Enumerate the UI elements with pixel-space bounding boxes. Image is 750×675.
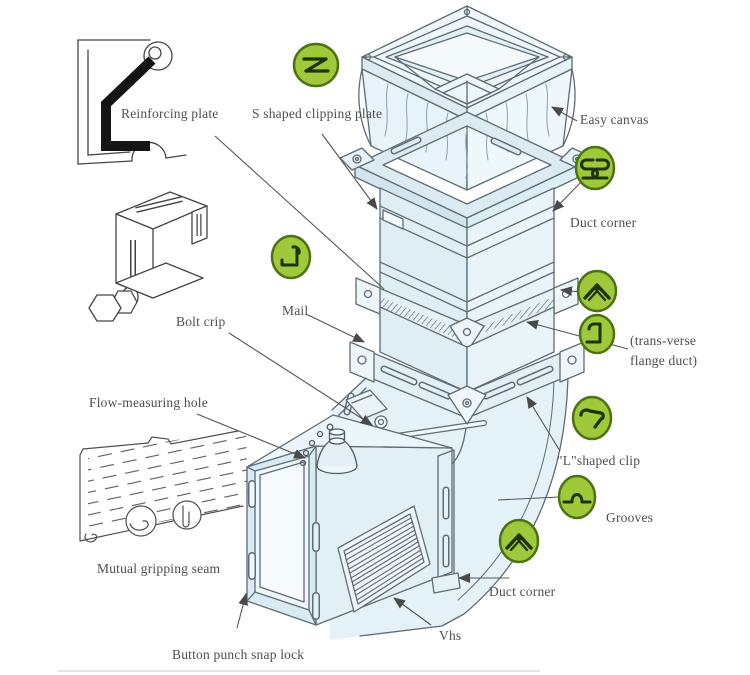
label-reinforcing-plate: Reinforcing plate (121, 106, 219, 121)
j-clip-profile-badge (270, 234, 312, 280)
transverse-flange-joint-upper (355, 277, 579, 353)
label-mail: Mail (282, 303, 309, 318)
label-vhs: Vhs (439, 628, 462, 643)
groove-profile-icon (562, 493, 592, 504)
bolt-clamp-drawing (88, 191, 208, 322)
transverse-flange-joint-lower (349, 341, 585, 425)
duct-corner-bracket-badge-lower (498, 518, 540, 564)
label-button-punch-snap-lock: Button punch snap lock (172, 647, 305, 662)
label-transverse-flange-duct: (trans-verse flange duct) (630, 331, 697, 371)
leader-l-shaped-clip (526, 396, 561, 452)
leader-grooves (497, 496, 560, 501)
j-clip-profile-icon (280, 245, 301, 267)
label-flow-measuring-hole: Flow-measuring hole (89, 395, 208, 410)
leader-reinforcing-plate (214, 135, 385, 290)
transverse-flange-profile-icon (585, 322, 602, 344)
label-l-shaped-clip: "L"shaped clip (557, 453, 641, 468)
leader-easy-canvas (551, 106, 578, 122)
l-shaped-clip-hook-badge (571, 395, 613, 441)
label-s-shaped-clipping-plate: S shaped clipping plate (252, 106, 383, 121)
s-clip-plate-on-seam (382, 209, 404, 230)
label-transverse-line1: (trans-verse (630, 333, 697, 348)
grille (337, 505, 431, 613)
reinforcing-plate-profile-drawing (77, 39, 187, 165)
flow-measuring-bell (299, 423, 358, 475)
s-clip-profile-icon (302, 57, 330, 73)
easy-canvas-section (358, 68, 576, 191)
duct-corner-bracket-badge-upper (576, 269, 618, 313)
leader-flow-measuring (196, 413, 307, 459)
leader-lines (196, 106, 629, 629)
leader-vhs (393, 597, 432, 626)
label-easy-canvas: Easy canvas (580, 112, 649, 127)
groove-profile-badge (557, 474, 597, 520)
label-bolt-crip: Bolt crip (176, 314, 226, 329)
duct-corner-bracket-icon (505, 533, 533, 552)
label-duct-corner-upper: Duct corner (570, 215, 637, 230)
leader-bolt-crip (228, 332, 373, 426)
transverse-flange-profile-badge (578, 313, 616, 355)
label-grooves: Grooves (606, 510, 654, 525)
label-transverse-line2: flange duct) (630, 353, 698, 368)
duct-body (379, 187, 555, 334)
l-shaped-clip-hook-icon (579, 408, 605, 429)
label-mutual-gripping-seam: Mutual gripping seam (97, 561, 221, 576)
leader-s-clip-plate (321, 133, 378, 210)
label-duct-corner-lower: Duct corner (489, 584, 556, 599)
main-duct-assembly (246, 5, 595, 640)
leader-mail (305, 313, 365, 343)
double-s-clip-icon (580, 158, 610, 180)
duct-corner-bracket-icon (583, 283, 611, 302)
symbol-badges (270, 42, 618, 564)
duct-corner-channel (431, 449, 461, 594)
leader-duct-corner-upper (552, 181, 582, 212)
gripping-seam-drawing (79, 428, 248, 543)
s-clip-profile-badge (292, 42, 340, 88)
flange-ring (339, 111, 595, 231)
double-s-clip-badge (574, 145, 616, 191)
leader-button-punch (236, 592, 248, 629)
flange-rails-and-bolt-clamp (331, 377, 388, 429)
